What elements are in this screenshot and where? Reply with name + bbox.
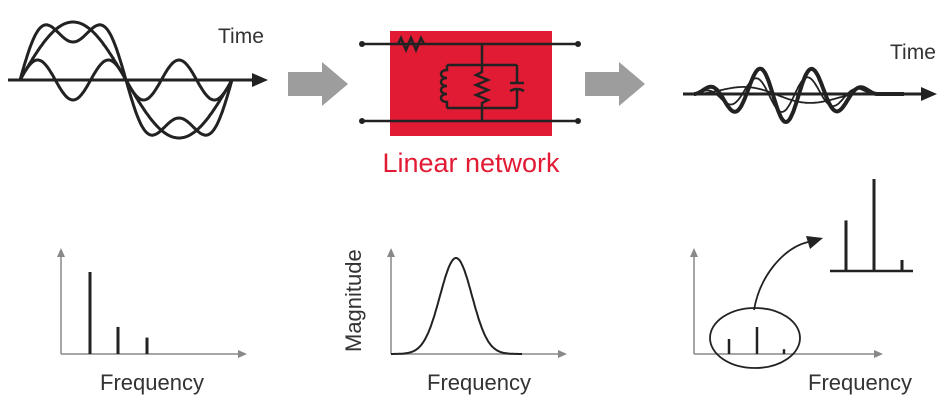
time-label-right: Time [890, 41, 936, 64]
terminal-top-left [359, 41, 365, 47]
series-resistor [396, 34, 426, 54]
output-spectrum [690, 179, 913, 369]
output-time-waveform [683, 66, 937, 125]
flow-arrow-right [585, 62, 645, 106]
terminal-bottom-left [359, 118, 365, 124]
magnitude-response-curve [391, 257, 522, 355]
linear-network-block [359, 31, 581, 136]
time-axis-left-arrowhead [252, 73, 268, 87]
axis-x-mid-arrow [558, 350, 567, 358]
magnitude-label: Magnitude [341, 249, 366, 352]
axis-x-left-arrow [238, 350, 247, 358]
inductor-coil [439, 65, 449, 108]
frequency-label-mid: Frequency [427, 370, 531, 395]
axis-y-left-arrow [57, 248, 65, 257]
frequency-label-left: Frequency [100, 370, 204, 395]
input-time-waveform [8, 20, 268, 140]
network-label: Linear network [382, 148, 560, 178]
time-label-left: Time [218, 25, 264, 48]
flow-arrow-left [288, 62, 348, 106]
axis-y-mid-arrow [387, 248, 395, 257]
zoom-ellipse [709, 307, 801, 369]
transfer-function-plot [387, 248, 567, 358]
terminal-top-right [575, 41, 581, 47]
terminal-bottom-right [575, 118, 581, 124]
shunt-resistor [472, 65, 492, 108]
axis-x-right-arrow [874, 350, 883, 358]
zoom-callout-arrow [753, 241, 809, 311]
axis-y-right-arrow [690, 248, 698, 257]
input-spectrum [57, 248, 247, 358]
time-axis-right-arrowhead [921, 87, 937, 101]
zoom-callout-arrowhead [806, 236, 823, 249]
frequency-label-right: Frequency [808, 370, 912, 395]
